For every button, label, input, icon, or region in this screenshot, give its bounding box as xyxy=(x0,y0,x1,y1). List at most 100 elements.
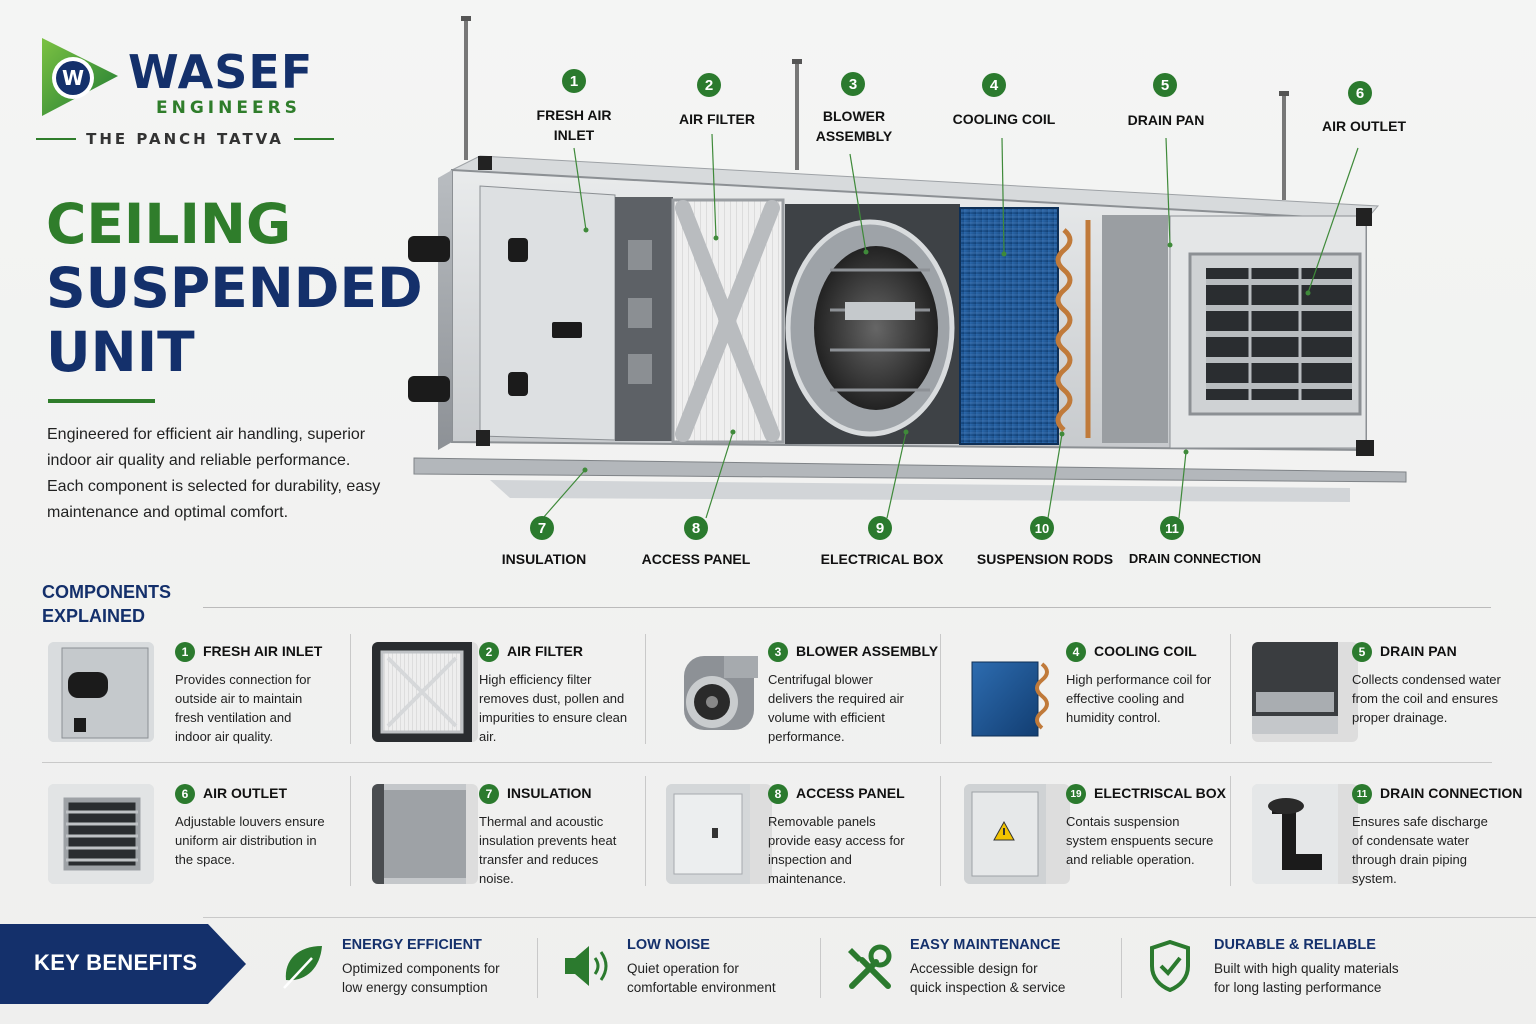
col-divider xyxy=(940,776,941,886)
component-8-number: 8 xyxy=(768,784,788,804)
component-8-name: ACCESS PANEL xyxy=(796,785,905,801)
air-outlet-thumb xyxy=(48,784,154,884)
callout-1-label: FRESH AIR INLET xyxy=(524,105,624,145)
component-10-number: 11 xyxy=(1352,784,1372,804)
col-divider xyxy=(350,634,351,744)
component-3-number: 3 xyxy=(768,642,788,662)
tagline-rule-left xyxy=(36,138,77,140)
ahu-illustration xyxy=(408,16,1407,519)
callout-10-number: 10 xyxy=(1030,516,1054,540)
callout-5-label: DRAIN PAN xyxy=(1127,112,1205,128)
benefit-2-line-1: Quiet operation for xyxy=(627,961,739,976)
callout-5-number: 5 xyxy=(1153,73,1177,97)
component-8-desc: Removable panels provide easy access for… xyxy=(768,814,905,886)
callout-11-number: 11 xyxy=(1160,516,1184,540)
drain-connection-thumb xyxy=(1252,784,1358,884)
col-divider xyxy=(350,776,351,886)
component-4-number: 4 xyxy=(1066,642,1086,662)
unit-diagram: 1 FRESH AIR INLET 2 AIR FILTER 3 BLOWER … xyxy=(400,10,1510,580)
component-card-fresh-air-inlet: 1 FRESH AIR INLET Provides connection fo… xyxy=(42,630,332,756)
callout-2-label: AIR FILTER xyxy=(679,111,755,127)
title-line-2: SUSPENDED xyxy=(46,256,423,320)
air-filter-thumb xyxy=(372,642,478,742)
benefit-low-noise: LOW NOISE Quiet operation for comfortabl… xyxy=(563,932,803,1004)
component-card-electrical-box: 19 ELECTRISCAL BOX Contais suspension sy… xyxy=(958,772,1248,898)
title-underline xyxy=(48,399,155,403)
suspension-rods xyxy=(464,18,1286,200)
component-4-desc: High performance coil for effective cool… xyxy=(1066,672,1212,725)
key-benefits-badge: KEY BENEFITS xyxy=(0,924,248,1004)
benefit-1-desc: Optimized components for low energy cons… xyxy=(342,959,542,997)
tagline-text: THE PANCH TATVA xyxy=(86,130,284,148)
benefits-rule xyxy=(203,917,1536,918)
component-card-air-filter: 2 AIR FILTER High efficiency filter remo… xyxy=(366,630,656,756)
benefit-easy-maintenance: EASY MAINTENANCE Accessible design for q… xyxy=(846,932,1086,1004)
component-5-number: 5 xyxy=(1352,642,1372,662)
component-1-number: 1 xyxy=(175,642,195,662)
callout-7-label: INSULATION xyxy=(501,551,587,567)
benefit-divider xyxy=(820,938,821,998)
benefit-1-line-1: Optimized components for xyxy=(342,961,500,976)
callout-4-label: COOLING COIL xyxy=(952,111,1056,127)
component-card-access-panel: 8 ACCESS PANEL Removable panels provide … xyxy=(660,772,950,898)
benefit-3-desc: Accessible design for quick inspection &… xyxy=(910,959,1110,997)
benefit-2-line-2: comfortable environment xyxy=(627,980,776,995)
callout-10-label: SUSPENSION RODS xyxy=(976,551,1114,567)
components-heading-line-1: COMPONENTS xyxy=(42,582,172,602)
fresh-air-inlet-thumb xyxy=(48,642,154,742)
leaf-icon xyxy=(283,946,322,989)
component-7-desc: Thermal and acoustic insulation prevents… xyxy=(479,814,617,886)
callout-4-number: 4 xyxy=(982,73,1006,97)
component-10-name: DRAIN CONNECTION xyxy=(1380,785,1523,801)
col-divider xyxy=(1230,634,1231,744)
callout-3-line-2: ASSEMBLY xyxy=(815,128,893,144)
logo-letter: W xyxy=(62,66,84,90)
benefit-3-line-1: Accessible design for xyxy=(910,961,1038,976)
component-card-drain-connection: 11 DRAIN CONNECTION Ensures safe dischar… xyxy=(1246,772,1536,898)
callout-7-number: 7 xyxy=(530,516,554,540)
components-rule xyxy=(203,607,1491,608)
benefit-energy-efficient: ENERGY EFFICIENT Optimized components fo… xyxy=(278,932,518,1004)
callout-6-label: AIR OUTLET xyxy=(1322,118,1406,134)
callout-3-label: BLOWER ASSEMBLY xyxy=(804,106,904,146)
speaker-icon xyxy=(565,946,608,986)
cooling-coil-thumb xyxy=(964,642,1070,742)
component-10-desc: Ensures safe discharge of condensate wat… xyxy=(1352,814,1488,886)
callout-1-line-2: INLET xyxy=(553,127,595,143)
access-panel-thumb xyxy=(666,784,772,884)
component-5-name: DRAIN PAN xyxy=(1380,643,1457,659)
page-title: CEILING SUSPENDED UNIT xyxy=(46,192,423,384)
col-divider xyxy=(1230,776,1231,886)
component-6-number: 6 xyxy=(175,784,195,804)
benefit-2-title: LOW NOISE xyxy=(627,937,710,953)
component-7-name: INSULATION xyxy=(507,785,592,801)
component-card-drain-pan: 5 DRAIN PAN Collects condensed water fro… xyxy=(1246,630,1536,756)
component-card-cooling-coil: 4 COOLING COIL High performance coil for… xyxy=(958,630,1248,756)
component-9-number: 19 xyxy=(1066,784,1086,804)
col-divider xyxy=(940,634,941,744)
benefit-1-title: ENERGY EFFICIENT xyxy=(342,937,482,953)
components-row-divider xyxy=(42,762,1492,763)
callout-6-number: 6 xyxy=(1348,81,1372,105)
benefit-1-line-2: low energy consumption xyxy=(342,980,488,995)
shield-check-icon xyxy=(1150,940,1190,992)
benefit-4-line-1: Built with high quality materials xyxy=(1214,961,1399,976)
component-2-name: AIR FILTER xyxy=(507,643,583,659)
component-6-desc: Adjustable louvers ensure uniform air di… xyxy=(175,814,325,867)
component-4-name: COOLING COIL xyxy=(1094,643,1197,659)
callout-11-label: DRAIN CONNECTION xyxy=(1128,551,1262,566)
brand-tagline: THE PANCH TATVA xyxy=(36,130,335,148)
benefit-4-line-2: for long lasting performance xyxy=(1214,980,1382,995)
logo-mark-icon: W xyxy=(42,38,118,116)
insulation-thumb xyxy=(372,784,478,884)
component-5-desc: Collects condensed water from the coil a… xyxy=(1352,672,1501,725)
component-2-desc: High efficiency filter removes dust, pol… xyxy=(479,672,628,744)
callout-1-line-1: FRESH AIR xyxy=(536,107,612,123)
benefit-divider xyxy=(1121,938,1122,998)
component-9-name: ELECTRISCAL BOX xyxy=(1094,785,1226,801)
electrical-box-thumb xyxy=(964,784,1070,884)
benefit-durable-reliable: DURABLE & RELIABLE Built with high quali… xyxy=(1150,932,1420,1004)
component-3-name: BLOWER ASSEMBLY xyxy=(796,643,939,659)
intro-text: Engineered for efficient air handling, s… xyxy=(47,426,381,521)
tools-icon xyxy=(848,944,892,989)
